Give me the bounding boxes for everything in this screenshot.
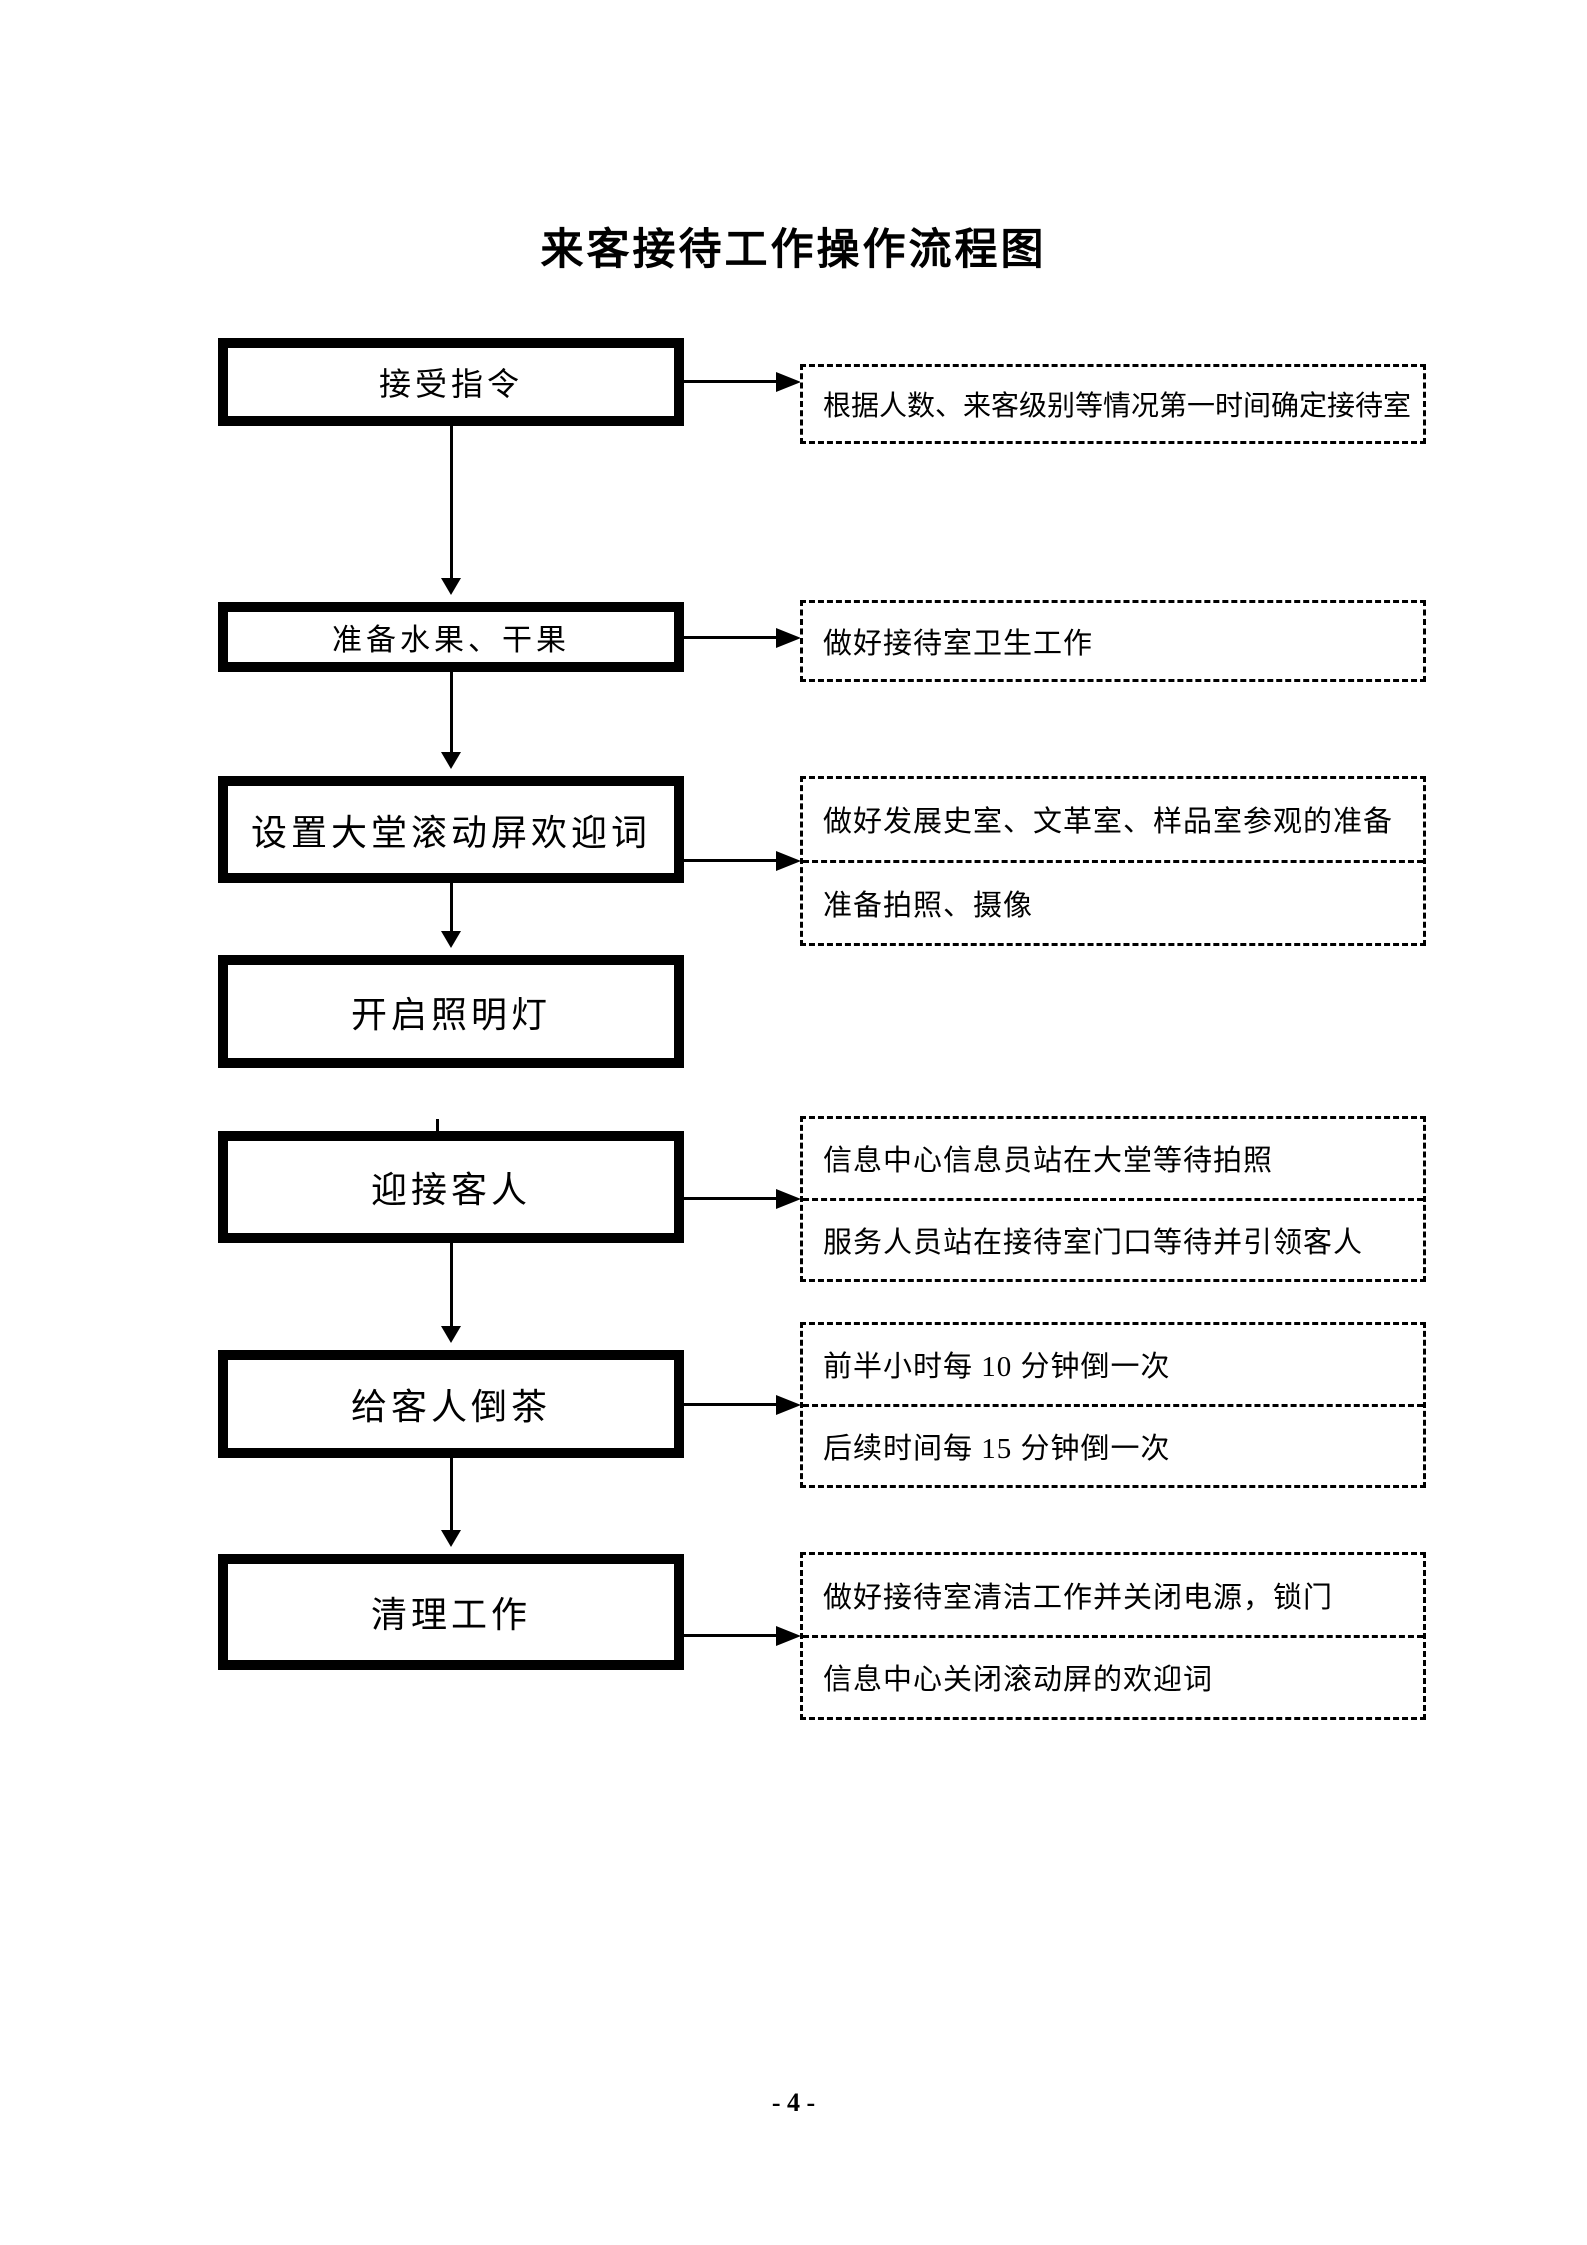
down-arrow-icon <box>441 1326 461 1343</box>
right-arrow-icon <box>776 628 801 648</box>
note-text: 做好发展史室、文革室、样品室参观的准备 <box>823 806 1394 839</box>
step-label: 准备水果、干果 <box>332 624 570 657</box>
page-number: - 4 - <box>771 2088 816 2117</box>
note-cell: 准备拍照、摄像 <box>803 859 1423 944</box>
down-arrow-icon <box>441 752 461 769</box>
right-arrow-icon <box>776 1395 801 1415</box>
note-cell: 信息中心关闭滚动屏的欢迎词 <box>803 1634 1423 1718</box>
note-cell: 信息中心信息员站在大堂等待拍照 <box>803 1119 1423 1198</box>
connector-line <box>450 1243 453 1326</box>
connector-line <box>450 883 453 931</box>
step-label: 清理工作 <box>370 1595 531 1635</box>
step-box-welcome-guests: 迎接客人 <box>218 1131 684 1243</box>
note-cell: 服务人员站在接待室门口等待并引领客人 <box>803 1197 1423 1280</box>
note-cell: 根据人数、来客级别等情况第一时间确定接待室 <box>803 367 1423 441</box>
connector-line <box>684 1197 776 1200</box>
right-arrow-icon <box>776 372 801 392</box>
note-text: 准备拍照、摄像 <box>823 889 1034 922</box>
step-box-lobby-screen-welcome: 设置大堂滚动屏欢迎词 <box>218 776 684 883</box>
note-text: 做好接待室卫生工作 <box>823 628 1094 660</box>
connector-line <box>684 1634 776 1637</box>
step-label: 开启照明灯 <box>350 994 551 1035</box>
page-title: 来客接待工作操作流程图 <box>540 226 1047 274</box>
note-cell: 后续时间每 15 分钟倒一次 <box>803 1403 1423 1486</box>
note-cell: 做好接待室清洁工作并关闭电源，锁门 <box>803 1555 1423 1635</box>
note-text: 做好接待室清洁工作并关闭电源，锁门 <box>823 1581 1334 1614</box>
connector-line <box>684 636 776 639</box>
step-box-turn-on-lights: 开启照明灯 <box>218 955 684 1068</box>
down-arrow-icon <box>441 1530 461 1547</box>
right-arrow-icon <box>776 1626 801 1646</box>
note-cell: 做好接待室卫生工作 <box>803 603 1423 679</box>
note-box-staff-positions: 信息中心信息员站在大堂等待拍照 服务人员站在接待室门口等待并引领客人 <box>800 1116 1426 1282</box>
note-text: 根据人数、来客级别等情况第一时间确定接待室 <box>823 391 1412 422</box>
note-box-tea-intervals: 前半小时每 10 分钟倒一次 后续时间每 15 分钟倒一次 <box>800 1322 1426 1488</box>
right-arrow-icon <box>776 851 801 871</box>
note-box-determine-room: 根据人数、来客级别等情况第一时间确定接待室 <box>800 364 1426 444</box>
step-label: 设置大堂滚动屏欢迎词 <box>250 812 651 853</box>
step-box-prepare-fruit: 准备水果、干果 <box>218 602 684 672</box>
note-cell: 做好发展史室、文革室、样品室参观的准备 <box>803 779 1423 860</box>
step-box-pour-tea: 给客人倒茶 <box>218 1350 684 1458</box>
step-label: 接受指令 <box>378 366 523 402</box>
note-box-visit-preparation: 做好发展史室、文革室、样品室参观的准备 准备拍照、摄像 <box>800 776 1426 946</box>
note-text: 服务人员站在接待室门口等待并引领客人 <box>823 1226 1364 1259</box>
step-label: 迎接客人 <box>370 1170 531 1210</box>
down-arrow-icon <box>441 931 461 948</box>
right-arrow-icon <box>776 1189 801 1209</box>
down-arrow-icon <box>441 578 461 595</box>
connector-line <box>684 380 776 383</box>
note-text: 信息中心关闭滚动屏的欢迎词 <box>823 1664 1214 1697</box>
connector-line <box>684 1403 776 1406</box>
note-text: 信息中心信息员站在大堂等待拍照 <box>823 1145 1274 1178</box>
note-text: 后续时间每 15 分钟倒一次 <box>823 1432 1171 1465</box>
connector-line <box>450 1458 453 1530</box>
connector-tick <box>436 1119 439 1131</box>
connector-line <box>450 426 453 578</box>
note-cell: 前半小时每 10 分钟倒一次 <box>803 1325 1423 1404</box>
step-box-receive-instructions: 接受指令 <box>218 338 684 426</box>
connector-line <box>684 859 776 862</box>
step-box-cleanup-work: 清理工作 <box>218 1554 684 1670</box>
note-text: 前半小时每 10 分钟倒一次 <box>823 1351 1171 1384</box>
connector-line <box>450 672 453 752</box>
step-label: 给客人倒茶 <box>350 1387 551 1427</box>
note-box-closing-tasks: 做好接待室清洁工作并关闭电源，锁门 信息中心关闭滚动屏的欢迎词 <box>800 1552 1426 1720</box>
note-box-room-hygiene: 做好接待室卫生工作 <box>800 600 1426 682</box>
